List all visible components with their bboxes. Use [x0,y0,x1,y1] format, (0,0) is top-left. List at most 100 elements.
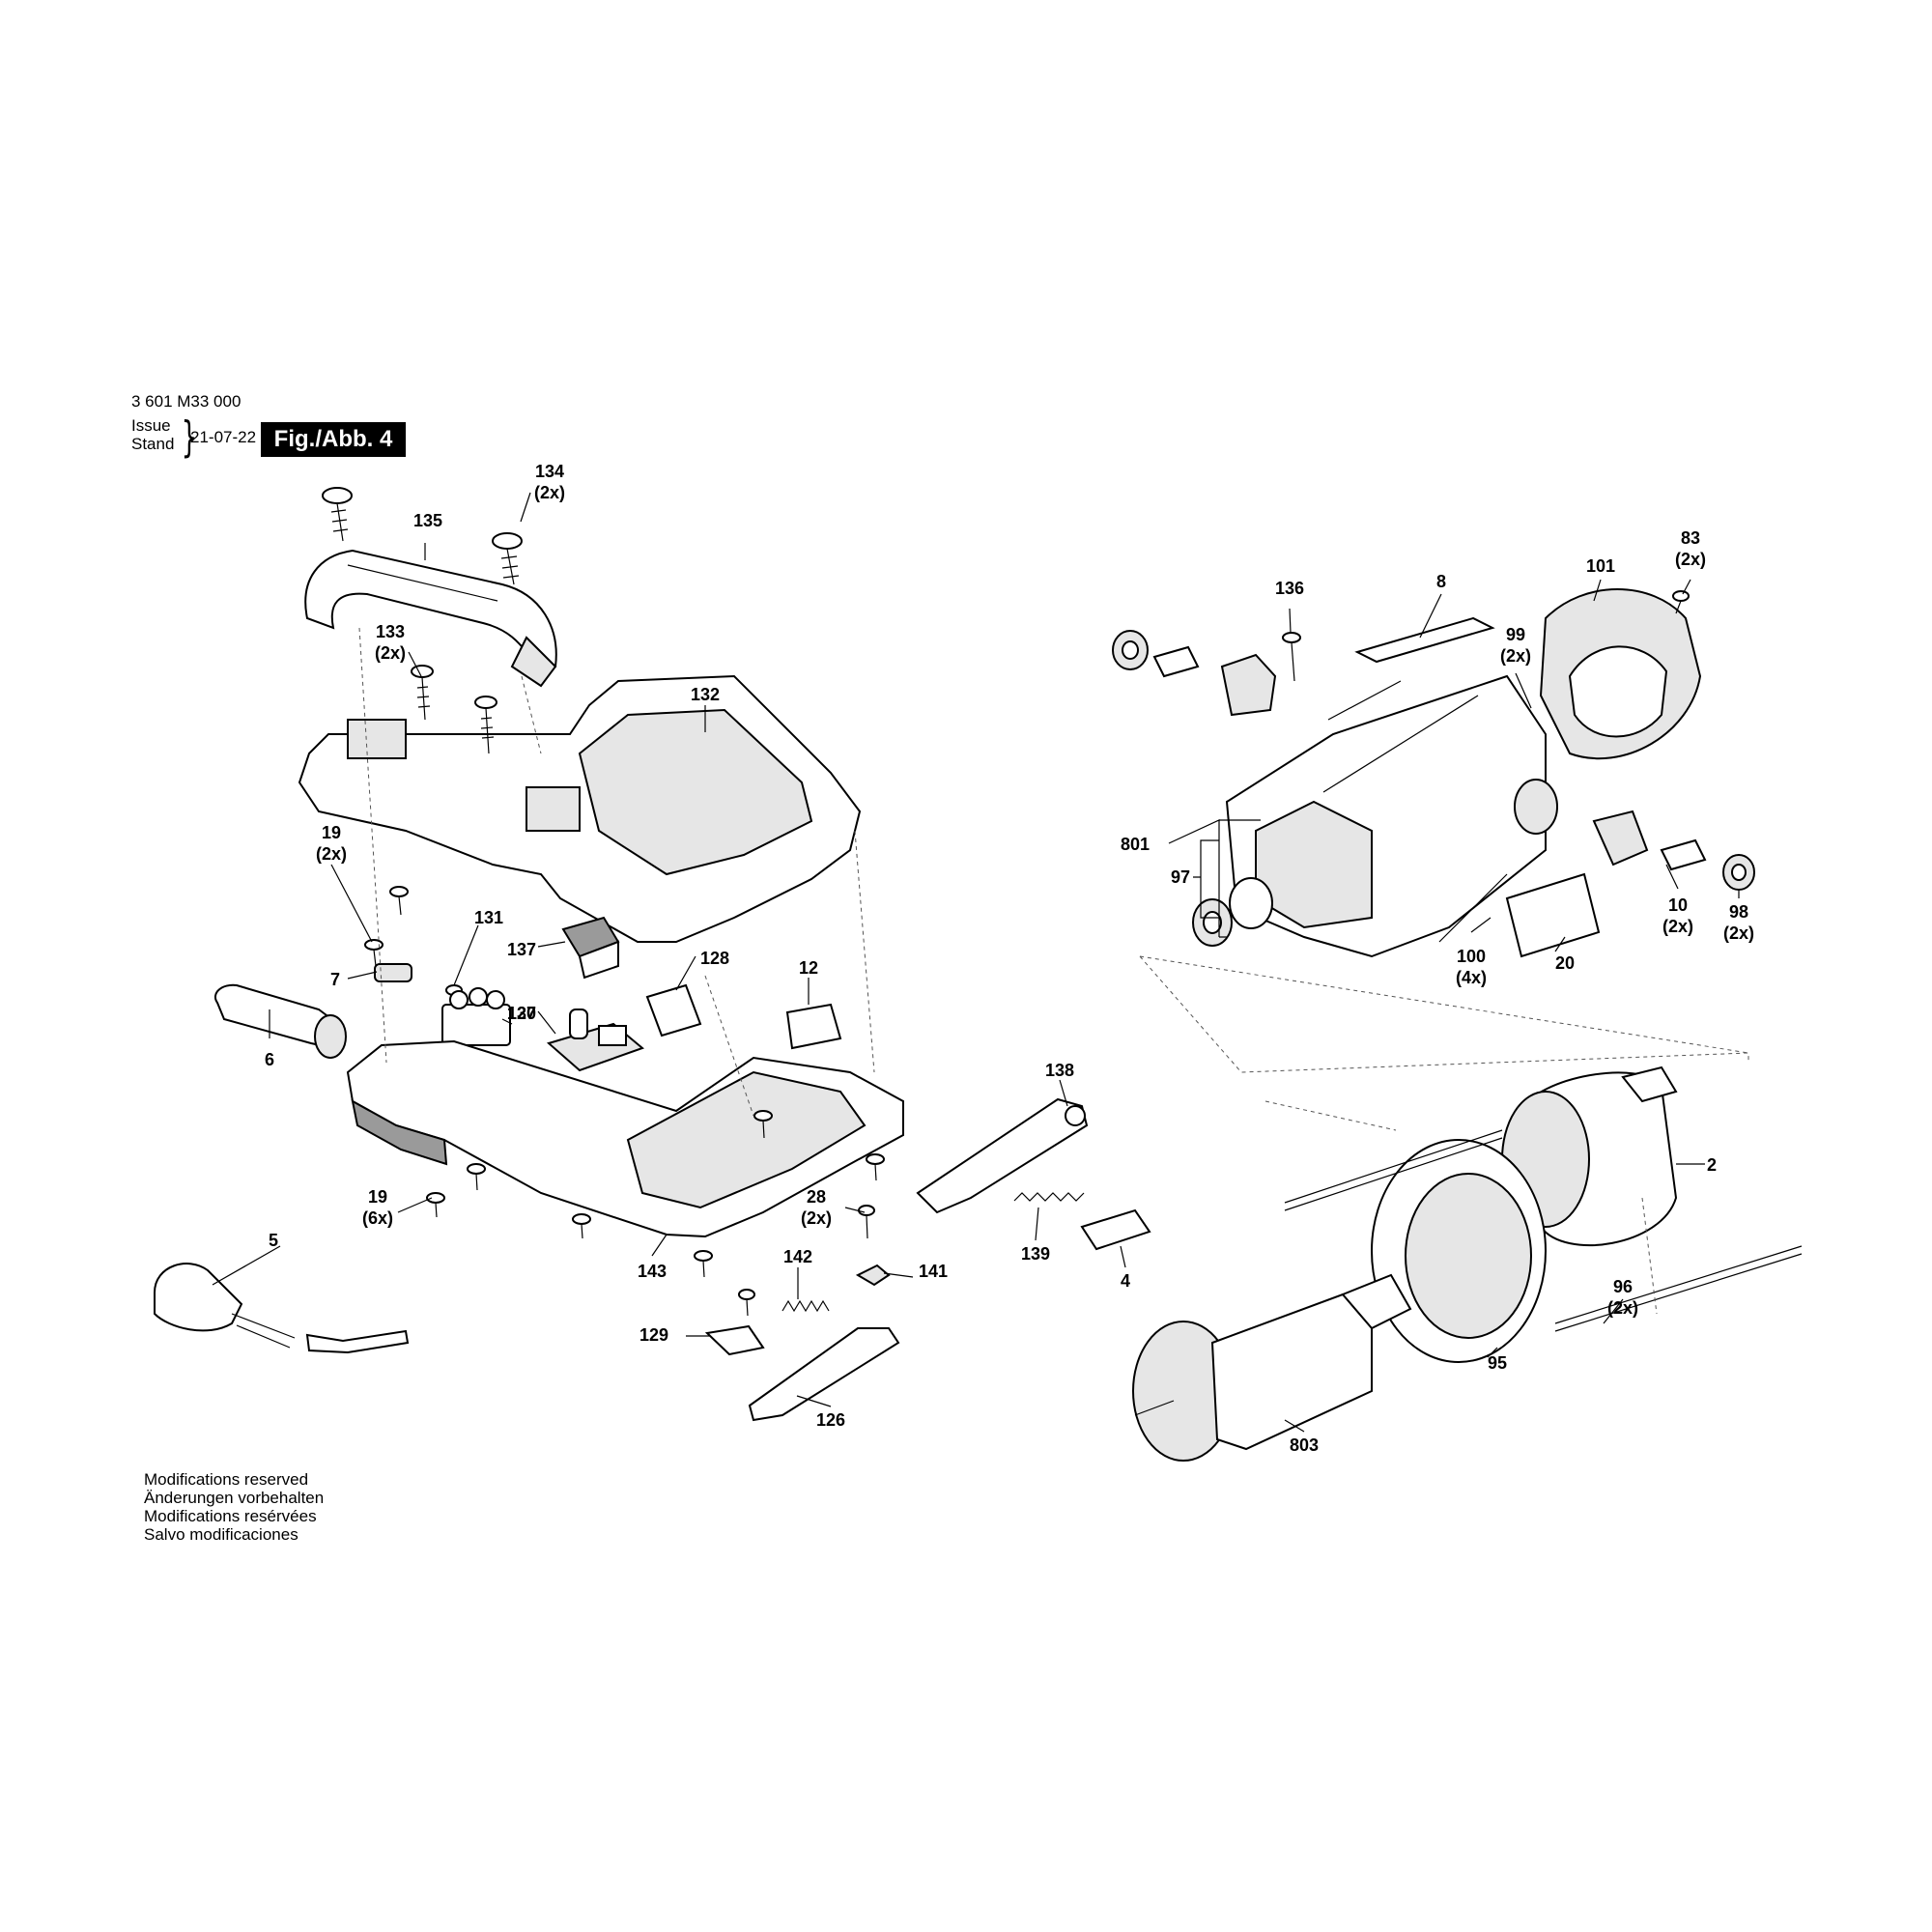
part-12-block [785,1003,842,1050]
callout-127: 127 [507,1004,536,1023]
callout-19-number: 19 [322,823,341,842]
leader-lines [212,492,1740,1433]
callout-10-qty: (2x) [1662,917,1693,936]
callout-6: 6 [265,1050,274,1069]
callout-99-number: 99 [1506,625,1525,644]
callout-96-qty: (2x) [1607,1298,1638,1318]
fan-baffle-95 [1371,1139,1547,1363]
shaft-lock-138 [916,1097,1089,1214]
label-8 [1354,616,1495,664]
callout-97: 97 [1171,867,1190,887]
callout-5: 5 [269,1231,278,1250]
callout-4: 4 [1121,1271,1130,1291]
callout-19-lower-number: 19 [368,1187,387,1207]
callout-12-number: 12 [799,958,818,978]
callout-135-number: 135 [413,511,442,530]
end-shield-101 [1539,588,1702,760]
callout-28: 28 (2x) [801,1187,832,1228]
callout-12: 12 [799,958,818,978]
issue-date: 21-07-22 [190,428,257,446]
callout-6-number: 6 [265,1050,274,1069]
callout-133: 133 (2x) [375,622,406,663]
callout-10-number: 10 [1668,895,1688,915]
footer-line-fr: Modifications resérvées [144,1507,317,1525]
callout-126: 126 [816,1410,845,1430]
callout-99: 99 (2x) [1500,625,1531,666]
part-4-block [1080,1208,1151,1251]
callout-801: 801 [1121,835,1150,854]
terminal-block [441,987,511,1046]
lower-housing [346,1039,904,1238]
suppressor-capacitor [645,983,702,1037]
callout-134-number: 134 [535,462,564,481]
callout-803: 803 [1290,1435,1319,1455]
callout-99-qty: (2x) [1500,646,1531,666]
callout-143: 143 [638,1262,667,1281]
figure-badge: Fig./Abb. 4 [261,422,406,457]
carbon-brush-left [1152,645,1200,678]
callout-83-qty: (2x) [1675,550,1706,569]
callout-2-number: 2 [1707,1155,1717,1175]
callout-128-number: 128 [700,949,729,968]
callout-83: 83 (2x) [1675,528,1706,569]
cable-sleeve [214,983,347,1059]
lever-141 [855,1264,891,1287]
issue-label: Issue [131,416,171,435]
carbon-brush-right [1660,838,1707,871]
callout-95-number: 95 [1488,1353,1507,1373]
callout-28-number: 28 [807,1187,826,1207]
callout-127-number: 127 [507,1004,536,1023]
screws-19-lower [426,1110,885,1278]
callout-136: 136 [1275,579,1304,598]
callout-100: 100 (4x) [1456,947,1487,987]
bolts-100 [1322,680,1508,943]
callout-4-number: 4 [1121,1271,1130,1291]
callout-97-number: 97 [1171,867,1190,887]
upper-housing [298,674,862,943]
carry-handle [304,549,557,688]
callout-83-number: 83 [1681,528,1700,548]
motor-housing-801 [1225,674,1558,958]
callout-141-number: 141 [919,1262,948,1281]
callout-143-number: 143 [638,1262,667,1281]
armature-803 [1132,1273,1412,1462]
callout-135: 135 [413,511,442,530]
screw-28 [858,1205,875,1239]
callout-2: 2 [1707,1155,1717,1175]
callout-96: 96 (2x) [1607,1277,1638,1318]
label-20 [1505,872,1601,958]
spring-142 [781,1299,830,1313]
bearing-97 [1192,877,1273,947]
callout-96-number: 96 [1613,1277,1633,1296]
callout-131: 131 [474,908,503,927]
screws-19-upper [364,886,409,967]
screw-83 [1672,590,1690,614]
bearing-left [1112,630,1149,670]
callout-5-number: 5 [269,1231,278,1250]
slider-129 [704,1289,765,1356]
callout-141: 141 [919,1262,948,1281]
callout-129-number: 129 [639,1325,668,1345]
callout-19-lower: 19 (6x) [362,1187,393,1228]
brush-holder-right [1592,810,1649,867]
callout-20-number: 20 [1555,953,1575,973]
callout-7-number: 7 [330,970,340,989]
callout-803-number: 803 [1290,1435,1319,1455]
callout-19-upper: 19 (2x) [316,823,347,864]
callout-130-number: 130 [507,1004,536,1023]
power-plug [154,1263,410,1354]
callout-128: 128 [700,949,729,968]
callout-142: 142 [783,1247,812,1266]
callout-10: 10 (2x) [1662,895,1693,936]
callout-134-qty: (2x) [534,483,565,502]
callout-126-number: 126 [816,1410,845,1430]
long-bolts-96 [1284,1129,1803,1332]
electronic-module [546,1009,644,1072]
callout-8-number: 8 [1436,572,1446,591]
callout-20: 20 [1555,953,1575,973]
callout-137: 137 [507,940,536,959]
callout-137-number: 137 [507,940,536,959]
footer-notes: Modifications reserved Änderungen vorbeh… [144,1470,324,1544]
